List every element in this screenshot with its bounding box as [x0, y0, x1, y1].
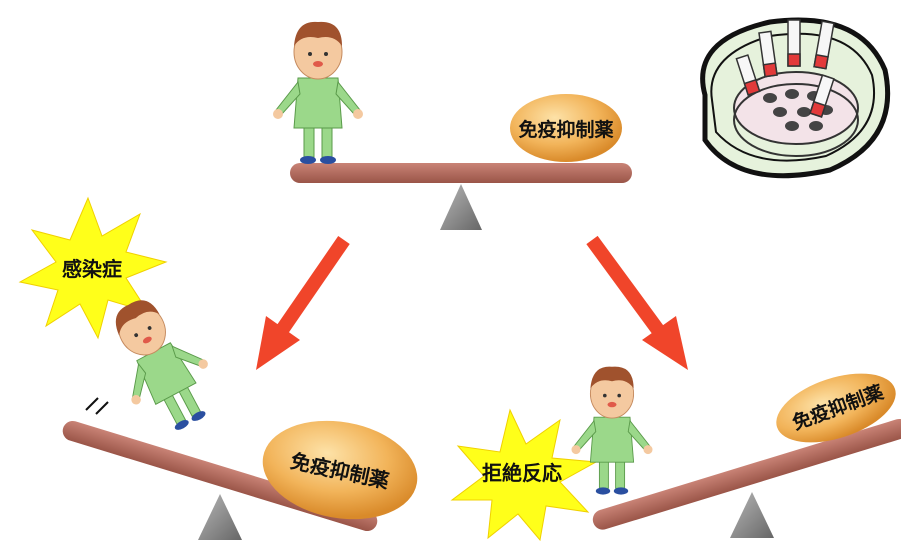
- motion-lines: [85, 397, 109, 415]
- test-tube-petri-dish-icon: [700, 17, 891, 179]
- arrow-left: [256, 236, 350, 370]
- fulcrum-triangle-icon: [440, 184, 482, 230]
- starburst-icon: 感染症: [18, 196, 168, 340]
- rejection-label: 拒絶反応: [482, 461, 562, 485]
- right-balance: 免疫抑制薬 拒絶反応: [450, 366, 901, 542]
- fulcrum-triangle-icon: [730, 492, 774, 538]
- fulcrum-triangle-icon: [198, 494, 242, 540]
- starburst-icon: 拒絶反応: [450, 408, 598, 542]
- person-figure-icon: [272, 21, 364, 165]
- balance-beam: [290, 163, 632, 183]
- person-figure-icon: [571, 366, 653, 496]
- infection-label: 感染症: [62, 257, 122, 281]
- drug-label: 免疫抑制薬: [518, 118, 613, 141]
- person-figure-icon: [90, 284, 231, 445]
- top-balance: 免疫抑制薬: [272, 21, 632, 230]
- arrow-right: [586, 235, 688, 370]
- drug-pill: 免疫抑制薬: [510, 94, 622, 162]
- drug-pill: 免疫抑制薬: [262, 420, 418, 520]
- balance-beam: [592, 418, 901, 530]
- left-balance: 免疫抑制薬 感染症: [18, 196, 418, 540]
